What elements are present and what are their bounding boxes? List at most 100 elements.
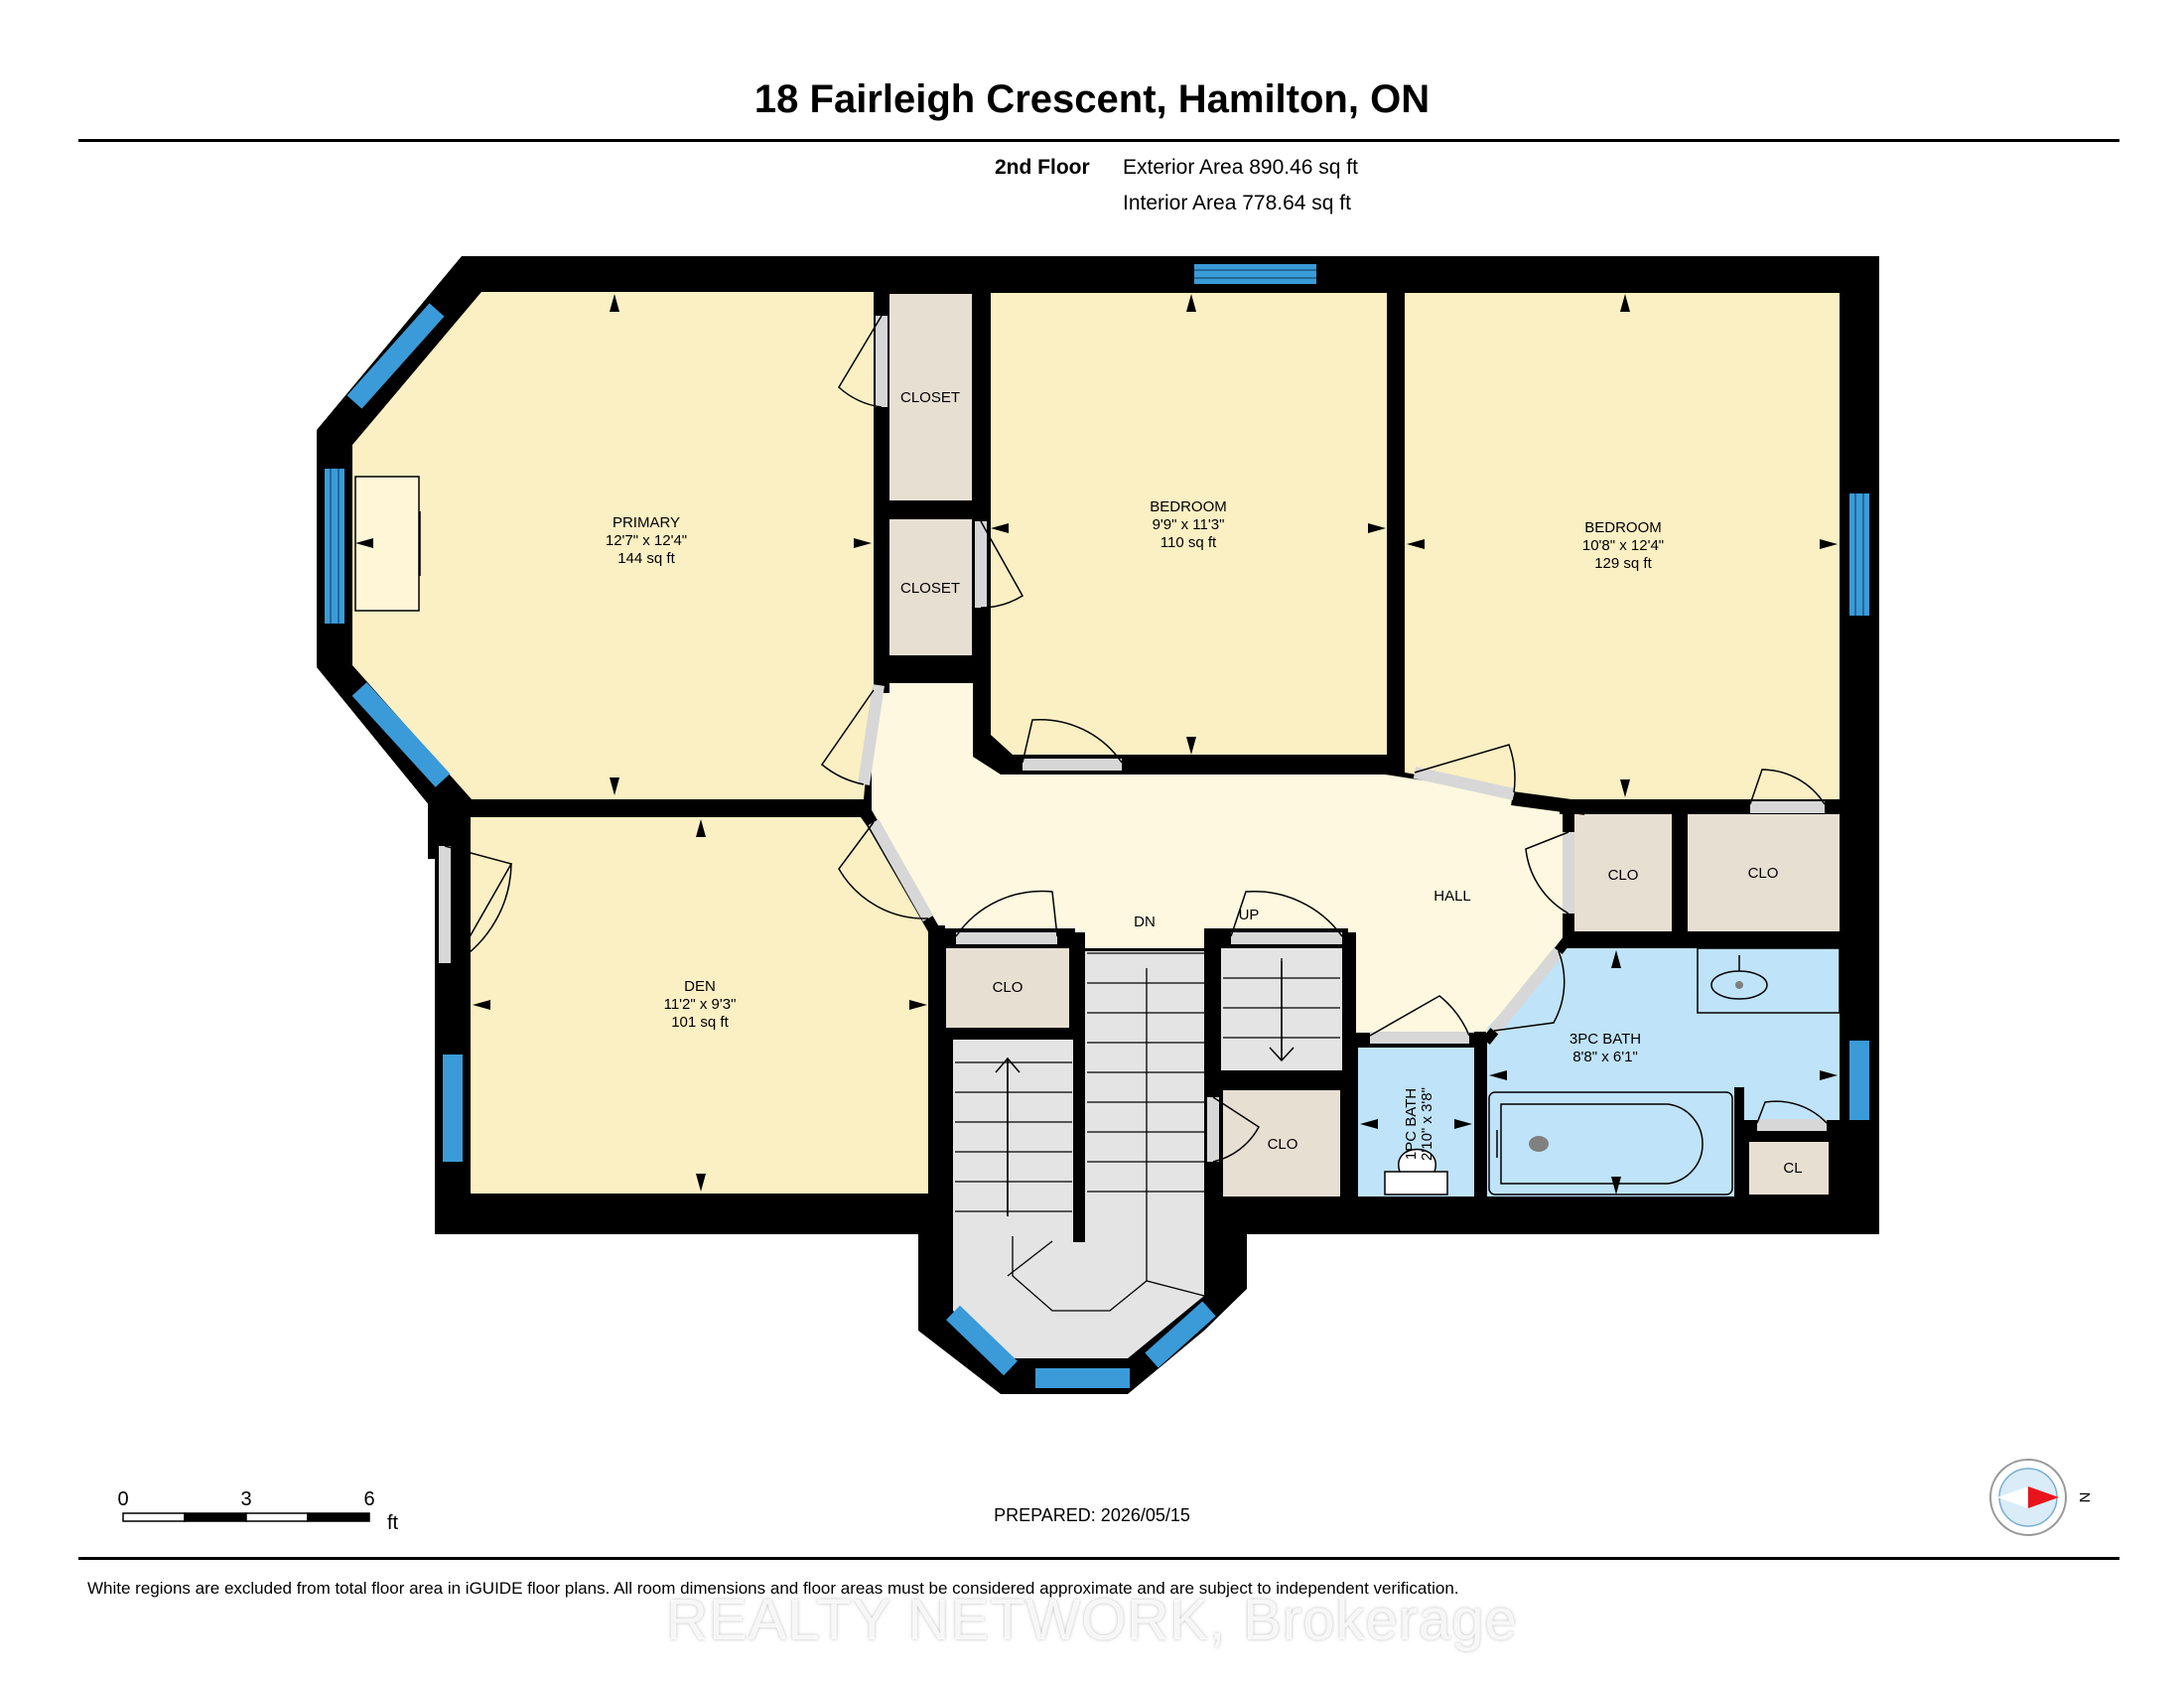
window-primary-sw	[351, 682, 451, 787]
hall-label: HALL	[1433, 888, 1471, 905]
primary-label: PRIMARY	[613, 514, 680, 531]
stair-arrow-down	[995, 1056, 1021, 1216]
bath3-label: 3PC BATH	[1570, 1031, 1641, 1048]
bedroom2-label: BEDROOM	[1584, 519, 1662, 536]
title-divider	[78, 139, 2119, 142]
scale-bar: 0 3 6 ft	[117, 1488, 398, 1534]
closet-lower-label: CLOSET	[900, 580, 960, 597]
scale-tick-0: 0	[117, 1488, 128, 1510]
arrow-bed1-top	[1186, 294, 1196, 312]
dimension-arrows	[355, 294, 1838, 1195]
interior-area: Interior Area 778.64 sq ft	[1123, 192, 1351, 214]
tub-drain	[1529, 1136, 1549, 1152]
arrow-bath3-bottom	[1611, 1177, 1621, 1195]
windows	[325, 264, 1869, 1388]
arrow-den-right	[909, 1000, 927, 1010]
closet-upper-fill	[889, 294, 972, 500]
arrow-primary-right	[854, 538, 872, 548]
clo-hall-1-fill	[1574, 814, 1672, 931]
toilet	[1384, 1148, 1448, 1196]
bedroom1-area: 110 sq ft	[1160, 534, 1217, 551]
arrow-primary-left	[355, 538, 373, 548]
door-swing-bed1	[1022, 718, 1123, 764]
disclaimer: White regions are excluded from total fl…	[87, 1579, 1459, 1598]
arrow-den-top	[696, 819, 706, 837]
door-swing-den	[838, 821, 929, 919]
compass-north-arrow	[2028, 1486, 2059, 1508]
arrow-bed1-bottom	[1186, 737, 1196, 755]
arrow-den-left	[473, 1000, 490, 1010]
room-fills	[352, 292, 1840, 1358]
footer-divider	[78, 1557, 2119, 1560]
door-swing-bath1	[1369, 995, 1470, 1037]
arrow-primary-top	[610, 294, 619, 312]
scale-unit: ft	[387, 1512, 399, 1534]
closet-upper-label: CLOSET	[900, 389, 960, 406]
door-swing-clo1	[1525, 831, 1570, 914]
clo-stairs-fill	[946, 948, 1069, 1028]
bedroom1-fill	[991, 293, 1388, 755]
door-swing-primary	[820, 689, 875, 785]
bath1-dims: 2'10" x 3'8"	[1419, 1087, 1435, 1161]
bedroom2-dims: 10'8" x 12'4"	[1582, 537, 1664, 554]
den-fill	[471, 817, 928, 1194]
closet-lower-fill	[889, 519, 972, 655]
clo-hall-1-label: CLO	[1608, 867, 1639, 884]
arrow-primary-bottom	[610, 777, 619, 795]
hall-fill	[872, 683, 1583, 1033]
stair-landing	[1012, 1236, 1205, 1312]
arrow-bed2-bottom	[1620, 779, 1630, 797]
clo-hall-2-fill	[1688, 814, 1840, 931]
floor-label: 2nd Floor	[995, 156, 1090, 179]
stairs-up-label: UP	[1239, 907, 1260, 923]
cl-bath-fill	[1749, 1142, 1829, 1195]
clo-mid-label: CLO	[1268, 1136, 1298, 1153]
stair-arrow-up	[1269, 961, 1295, 1062]
door-swing-up	[1230, 890, 1343, 937]
arrow-bath3-left	[1489, 1070, 1507, 1080]
bathtub	[1488, 1091, 1733, 1196]
den-label: DEN	[684, 978, 716, 995]
primary-fill	[352, 292, 874, 799]
page-title: 18 Fairleigh Crescent, Hamilton, ON	[753, 77, 1431, 121]
primary-area: 144 sq ft	[617, 550, 675, 567]
sink-drain	[1735, 981, 1743, 989]
scale-tick-3: 3	[240, 1488, 251, 1510]
door-swing-closet2	[980, 520, 1024, 609]
door-swings	[444, 315, 1828, 1163]
opening-den-hall	[868, 819, 934, 921]
door-swing-bed2	[1414, 744, 1516, 793]
compass: N	[1989, 1459, 2093, 1536]
opening-primary-hall	[858, 684, 885, 785]
watermark: REALTY NETWORK, Brokerage	[666, 1588, 1518, 1652]
door-openings	[439, 316, 1827, 1162]
prepared-date: PREPARED: 2026/05/15	[994, 1505, 1190, 1525]
window-bay-left	[946, 1305, 1018, 1376]
door-swing-closet1	[838, 315, 883, 408]
window-primary-nw	[346, 303, 445, 409]
door-swing-bath3	[1493, 950, 1566, 1032]
door-swing-den-w	[444, 845, 513, 964]
arrow-bed2-left	[1407, 539, 1425, 549]
bedroom1-dims: 9'9" x 11'3"	[1153, 516, 1225, 533]
arrow-bath1-left	[1360, 1119, 1378, 1129]
clo-hall-2-label: CLO	[1748, 865, 1779, 882]
exterior-area: Exterior Area 890.46 sq ft	[1123, 156, 1358, 179]
den-area: 101 sq ft	[671, 1014, 729, 1031]
door-swing-clo-stairs	[955, 890, 1058, 937]
bedroom2-fill	[1405, 293, 1840, 799]
opening-bath3	[1489, 947, 1564, 1035]
cl-bath-label: CL	[1783, 1160, 1802, 1177]
arrow-den-bottom	[696, 1174, 706, 1192]
bath1-label: 1PC BATH	[1403, 1088, 1420, 1160]
arrow-bath1-right	[1454, 1119, 1472, 1129]
arrow-bath3-right	[1820, 1070, 1838, 1080]
door-swing-cl	[1756, 1100, 1828, 1124]
window-detail-lines	[330, 269, 1864, 624]
scale-seg-4	[307, 1512, 370, 1522]
clo-stairs-label: CLO	[993, 979, 1024, 996]
bath3-dims: 8'8" x 6'1"	[1572, 1049, 1638, 1065]
arrow-bath3-top	[1611, 950, 1621, 968]
bath-fixtures	[1384, 947, 1841, 1196]
arrow-bed1-right	[1368, 523, 1386, 533]
